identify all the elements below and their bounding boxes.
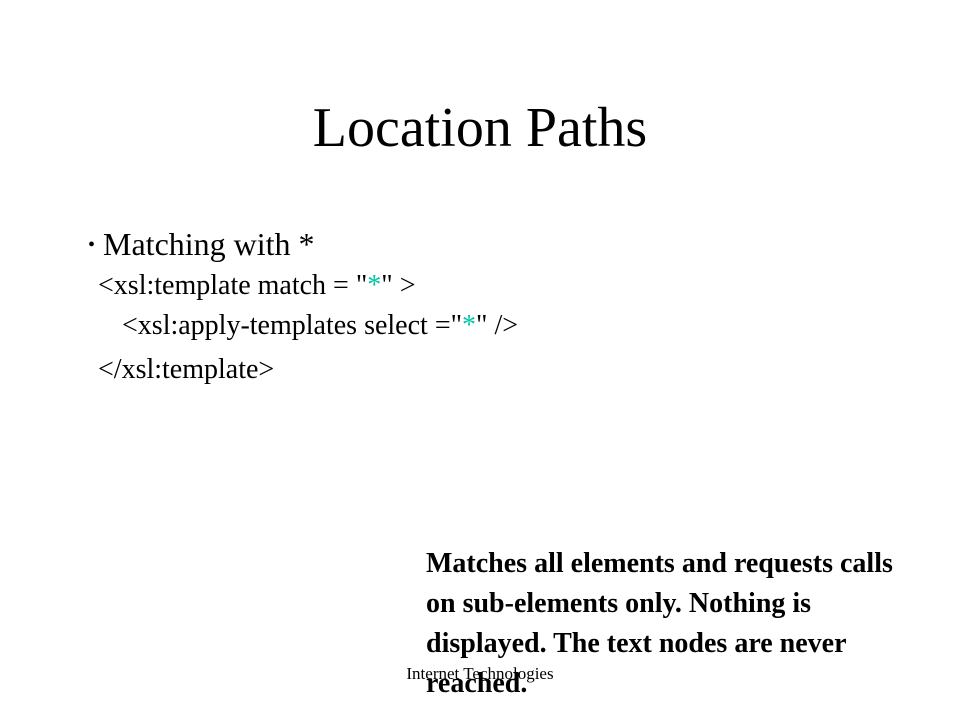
code-text: " > — [381, 270, 416, 301]
code-line-template-close: </xsl:template> — [98, 354, 275, 385]
slide-footer: Internet Technologies — [406, 664, 554, 683]
explanation-note: Matches all elements and requests calls … — [426, 548, 893, 699]
code-line-template-open: <xsl:template match = "*" > — [98, 266, 416, 306]
slide-title: Location Paths — [312, 97, 648, 159]
code-text: <xsl:template match = " — [98, 270, 368, 301]
bullet-dot-icon: • — [88, 234, 96, 256]
wildcard-token: * — [367, 270, 382, 301]
bullet-text: Matching with * — [103, 226, 315, 262]
code-text: <xsl:apply-templates select =" — [122, 310, 463, 341]
bullet-item: • Matching with * — [88, 222, 315, 267]
code-text: " /> — [476, 310, 519, 341]
code-line-apply-templates: <xsl:apply-templates select ="*" /> — [122, 306, 518, 346]
wildcard-token: * — [462, 310, 477, 341]
